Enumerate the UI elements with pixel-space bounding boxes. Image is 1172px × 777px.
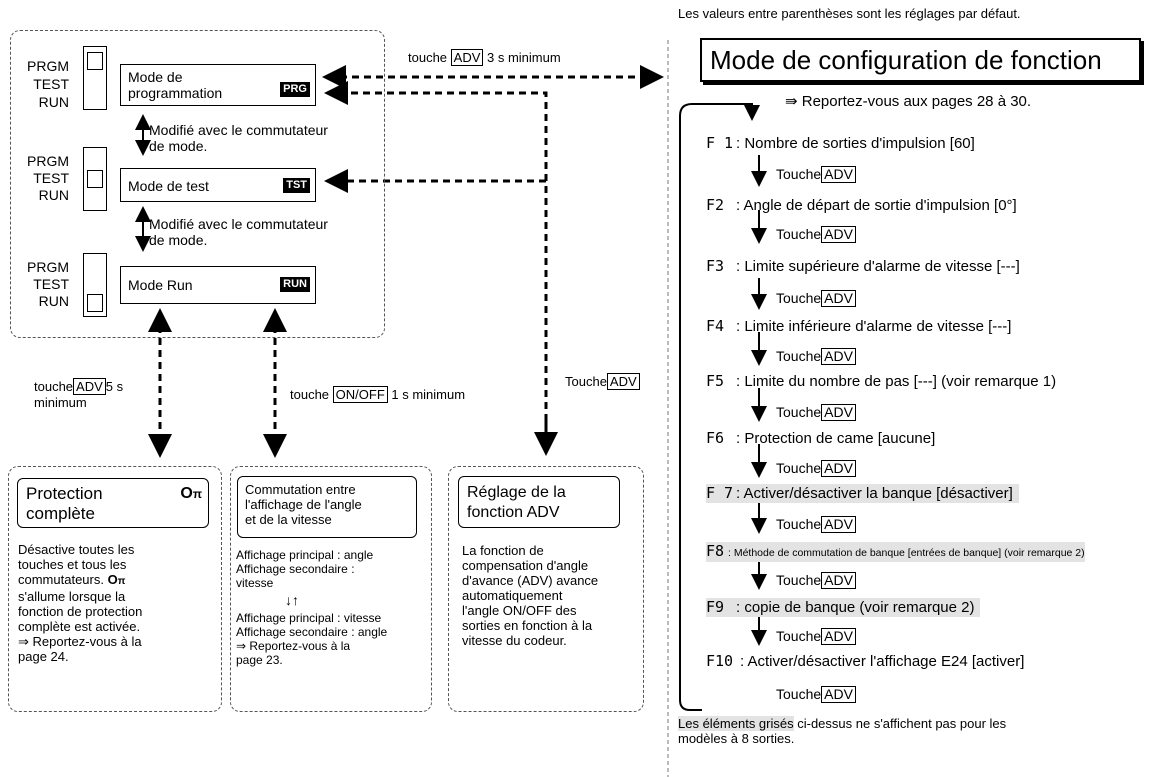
- adv-setting-title: Réglage de la fonction ADV: [467, 484, 566, 521]
- commutation-title-box: Commutation entre l'affichage de l'angle…: [237, 476, 417, 538]
- switch-label-prgm: PRGM: [27, 153, 69, 169]
- adv-key: ADV: [450, 49, 484, 66]
- switch-label-run: TEST: [33, 276, 69, 292]
- adv-key: ADV: [606, 373, 640, 390]
- switch-label-prgm: PRGM: [27, 259, 69, 275]
- function-row-gray: F 7: Activer/désactiver la banque [désac…: [706, 484, 1019, 503]
- function-row-gray: F9: copie de banque (voir remarque 2): [706, 598, 981, 617]
- mode-programmation-box: Mode de programmation PRG: [120, 64, 316, 106]
- function-row: F5: Limite du nombre de pas [---] (voir …: [706, 372, 1057, 390]
- switch-label-test: TEST: [33, 170, 69, 186]
- adv-setting-title-box: Réglage de la fonction ADV: [458, 476, 620, 528]
- switch-label-test: TEST: [33, 76, 69, 92]
- function-row: F2: Angle de départ de sortie d'impulsio…: [706, 196, 1017, 214]
- function-row: F6: Protection de came [aucune]: [706, 429, 936, 447]
- mode-run-box: Mode Run RUN: [120, 266, 316, 304]
- commutation-text-1: Affichage principal : angle Affichage se…: [236, 548, 374, 590]
- mode-test-box: Mode de test TST: [120, 168, 316, 202]
- config-loop: [679, 103, 753, 711]
- mode-programmation-label: Mode de programmation: [128, 69, 223, 101]
- commutation-title: Commutation entre l'affichage de l'angle…: [245, 482, 362, 527]
- mode-change-note: Modifié avec le commutateur de mode.: [149, 122, 328, 154]
- function-row: F4: Limite inférieure d'alarme de vitess…: [706, 317, 1012, 335]
- config-title: Mode de configuration de fonction: [710, 45, 1102, 75]
- function-row: F3: Limite supérieure d'alarme de vitess…: [706, 257, 1020, 275]
- mode-test-label: Mode de test: [128, 178, 209, 194]
- key-icon: Oπ: [180, 485, 202, 502]
- adv-setting-panel: [448, 466, 644, 712]
- config-page-ref: ⇛ Reportez-vous aux pages 28 à 30.: [785, 93, 1032, 110]
- mode-panel: [10, 30, 385, 338]
- gray-footnote: Les éléments grisés ci-dessus ne s'affic…: [678, 716, 1007, 746]
- protection-title: Protection complète: [26, 484, 103, 523]
- mode-switch-test: [83, 147, 107, 211]
- onoff-caption: touche ON/OFF 1 s minimum: [290, 386, 466, 403]
- arrow-adv-return: [324, 81, 548, 445]
- key-icon: Oπ: [107, 572, 126, 587]
- default-values-note: Les valeurs entre parenthèses sont les r…: [678, 6, 1021, 21]
- commutation-panel: [230, 466, 432, 712]
- mode-change-note: Modifié avec le commutateur de mode.: [149, 216, 328, 248]
- function-row: F10: Activer/désactiver l'affichage E24 …: [706, 652, 1025, 670]
- switch-label-prgm: PRGM: [27, 58, 69, 74]
- mode-switch-run: [83, 253, 107, 317]
- protection-text: Désactive toutes les touches et tous les…: [18, 542, 143, 664]
- switch-label-run: RUN: [38, 187, 69, 203]
- tst-indicator: TST: [283, 178, 310, 193]
- mode-run-label: Mode Run: [128, 277, 193, 293]
- protection-panel: [8, 466, 222, 712]
- switch-label-run: RUN: [38, 94, 69, 110]
- adv-3s-caption: touche ADV 3 s minimum: [408, 49, 561, 66]
- mode-switch-prgm: [83, 46, 107, 110]
- adv-key: ADV: [73, 378, 106, 395]
- swap-arrows: ↓↑: [285, 592, 299, 608]
- function-row-gray: F8: Méthode de commutation de banque [en…: [706, 542, 1085, 562]
- prg-indicator: PRG: [280, 82, 310, 97]
- adv-setting-text: La fonction de compensation d'angle d'av…: [462, 543, 599, 648]
- switch-label-run: RUN: [38, 293, 69, 309]
- function-row: F 1: Nombre de sorties d'impulsion [60]: [706, 134, 975, 152]
- commutation-text-2: Affichage principal : vitesse Affichage …: [236, 611, 388, 667]
- protection-title-box: Protection complète Oπ: [17, 478, 209, 528]
- onoff-key: ON/OFF: [332, 386, 388, 403]
- run-indicator: RUN: [280, 277, 310, 292]
- config-title-box: Mode de configuration de fonction: [700, 38, 1141, 82]
